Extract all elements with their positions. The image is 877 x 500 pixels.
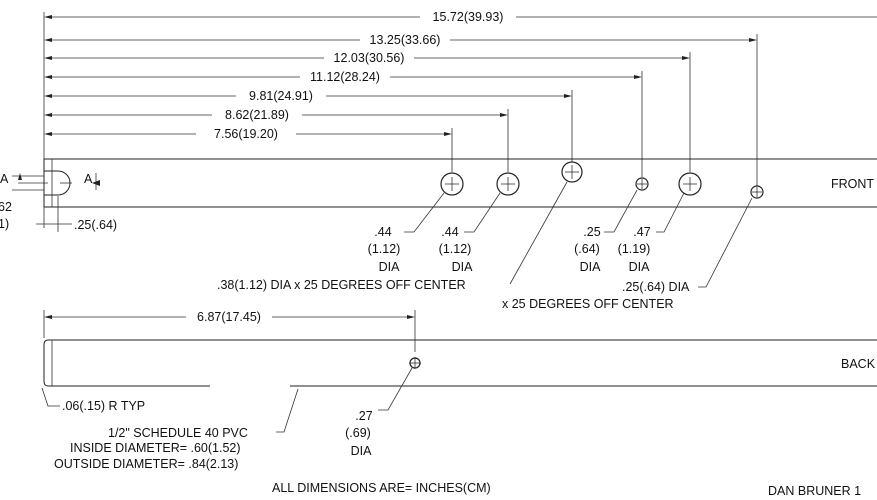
dim-label: 12.03(30.56) [334,51,405,65]
back-label: BACK [841,357,876,371]
end-dim-label: .25(.64) [74,218,117,232]
dim-label: 8.62(21.89) [225,108,289,122]
front-label: FRONT [831,177,874,191]
hole-4 [635,177,649,191]
front-holes [440,161,764,199]
svg-text:(1.12): (1.12) [439,242,472,256]
units-note: ALL DIMENSIONS ARE= INCHES(CM) [272,481,491,495]
front-pipe-view: A A 62 1) .25(.64) FRONT [0,158,877,232]
dim-label: 9.81(24.91) [249,89,313,103]
hole-callout-4: .47 (1.19) DIA [618,225,651,274]
partial-dim-bottom: 1) [0,217,9,231]
front-dim-8-62: 8.62(21.89) [44,108,509,172]
back-hole-metric: (.69) [345,426,371,440]
hole-6-angled [750,185,764,199]
front-dim-7-56: 7.56(19.20) [44,127,453,172]
dim-label: 11.12(28.24) [310,70,380,84]
author-label: DAN BRUNER 1 [768,484,861,498]
svg-text:.47: .47 [633,225,650,239]
svg-text:DIA: DIA [629,260,651,274]
svg-text:(.64): (.64) [574,242,600,256]
angled-hole-2-callout-bottom: x 25 DEGREES OFF CENTER [502,297,674,311]
angled-hole-2-callout-top: .25(.64) DIA [622,280,690,294]
svg-text:.25: .25 [583,225,600,239]
front-dim-15-72: 15.72(39.93) [44,10,877,24]
hole-callout-1: .44 (1.12) DIA [368,225,401,274]
dim-label: 15.72(39.93) [433,10,504,24]
pipe-spec: 1/2" SCHEDULE 40 PVC INSIDE DIAMETER= .6… [54,426,248,471]
svg-text:.44: .44 [374,225,391,239]
hole-callout-3: .25 (.64) DIA [574,225,601,274]
svg-text:DIA: DIA [580,260,602,274]
back-hole-size: .27 [355,409,372,423]
front-dim-12-03: 12.03(30.56) [44,51,691,172]
dim-label: 7.56(19.20) [214,127,278,141]
front-dim-11-12: 11.12(28.24) [44,70,643,177]
hole-5 [678,172,702,196]
pipe-spec-line-1: 1/2" SCHEDULE 40 PVC [108,426,248,440]
section-mark-left: A [0,172,9,186]
hole-3-angled [561,161,583,183]
svg-text:DIA: DIA [379,260,401,274]
back-dim-label: 6.87(17.45) [197,310,261,324]
svg-text:.44: .44 [441,225,458,239]
dim-label: 13.25(33.66) [370,33,441,47]
pipe-spec-line-2: INSIDE DIAMETER= .60(1.52) [70,441,241,455]
radius-note: .06(.15) R TYP [62,399,145,413]
hole-2 [496,172,520,196]
pipe-spec-line-3: OUTSIDE DIAMETER= .84(2.13) [54,457,238,471]
svg-text:(1.12): (1.12) [368,242,401,256]
front-dim-9-81: 9.81(24.91) [44,89,573,162]
front-leaders [404,181,753,288]
partial-dim-top: 62 [0,200,12,214]
back-hole-dia: DIA [351,444,373,458]
svg-text:(1.19): (1.19) [618,242,651,256]
back-pipe-view: 6.87(17.45) BACK .06(.15) R TYP .27 (.69… [41,310,877,458]
front-dim-13-25: 13.25(33.66) [44,33,758,190]
svg-text:DIA: DIA [452,260,474,274]
section-mark-right: A [84,172,93,186]
angled-hole-1-callout: .38(1.12) DIA x 25 DEGREES OFF CENTER [217,278,466,292]
hole-1 [440,172,464,196]
hole-callout-2: .44 (1.12) DIA [439,225,473,274]
